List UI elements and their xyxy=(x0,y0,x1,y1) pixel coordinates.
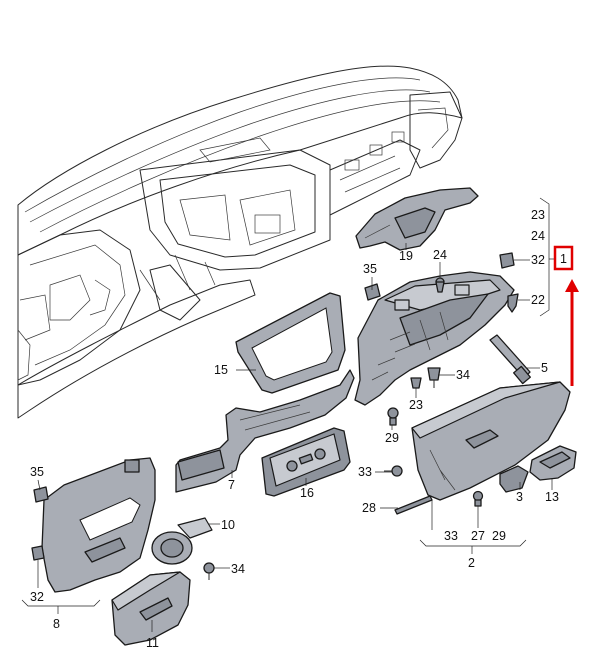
callout-8: 8 xyxy=(53,617,60,631)
part-28-rod xyxy=(394,495,433,515)
callout-29-mid: 29 xyxy=(385,431,399,445)
part-7-lower-trim xyxy=(175,369,355,493)
fastener-35-mid xyxy=(364,283,381,301)
fastener-29-mid xyxy=(387,407,399,426)
part-15-trim-frame xyxy=(235,292,346,394)
callout-34-left: 34 xyxy=(231,562,245,576)
fastener-27 xyxy=(472,490,484,507)
callout-2: 2 xyxy=(468,556,475,570)
fastener-34-mid xyxy=(427,367,441,388)
callout-10: 10 xyxy=(221,518,235,532)
part-8-lower-left-trim xyxy=(31,457,156,593)
callout-34-mid: 34 xyxy=(456,368,470,382)
callout-3: 3 xyxy=(516,490,523,504)
callout-13: 13 xyxy=(545,490,559,504)
fastener-24-mid xyxy=(435,277,445,293)
callout-28: 28 xyxy=(362,501,376,515)
bracket-part-8 xyxy=(21,599,101,614)
fastener-32-right xyxy=(499,252,515,269)
part-19-upper-bracket xyxy=(355,187,479,251)
callout-15: 15 xyxy=(214,363,228,377)
callout-23-top: 23 xyxy=(531,208,545,222)
dashboard-frame xyxy=(17,65,463,419)
callout-35-left: 35 xyxy=(30,465,44,479)
part-16-control-panel xyxy=(261,427,351,497)
fastener-33-side xyxy=(384,465,403,477)
bracket-part-2 xyxy=(419,539,527,554)
part-5-damper xyxy=(489,334,531,385)
part-1-glovebox-housing xyxy=(354,271,515,406)
callout-1: 1 xyxy=(560,252,567,266)
callout-33-side: 33 xyxy=(358,465,372,479)
callout-29-bottom: 29 xyxy=(492,529,506,543)
callout-7: 7 xyxy=(228,478,235,492)
callout-5: 5 xyxy=(541,361,548,375)
callout-23-mid: 23 xyxy=(409,398,423,412)
callout-labels: 19 23 24 32 1 22 24 35 5 15 34 23 29 7 1… xyxy=(30,208,567,650)
callout-19: 19 xyxy=(399,249,413,263)
callout-24-right: 24 xyxy=(531,229,545,243)
fastener-34-left xyxy=(203,562,215,580)
highlight-part-1 xyxy=(553,245,579,386)
callout-16: 16 xyxy=(300,486,314,500)
part-2-glovebox-lid xyxy=(411,381,571,501)
callout-22: 22 xyxy=(531,293,545,307)
callout-35-mid: 35 xyxy=(363,262,377,276)
callout-27: 27 xyxy=(471,529,485,543)
callout-32-right: 32 xyxy=(531,253,545,267)
callout-24-mid: 24 xyxy=(433,248,447,262)
part-10-ring xyxy=(151,517,213,565)
callout-32-left: 32 xyxy=(30,590,44,604)
part-3-latch xyxy=(499,465,529,493)
part-11-lower-box xyxy=(111,571,191,646)
part-13-cup xyxy=(529,445,577,481)
fastener-22 xyxy=(507,293,519,313)
callout-11: 11 xyxy=(146,636,159,650)
fastener-23-mid xyxy=(410,377,422,389)
leader-lines xyxy=(37,243,553,632)
callout-33-bottom: 33 xyxy=(444,529,458,543)
